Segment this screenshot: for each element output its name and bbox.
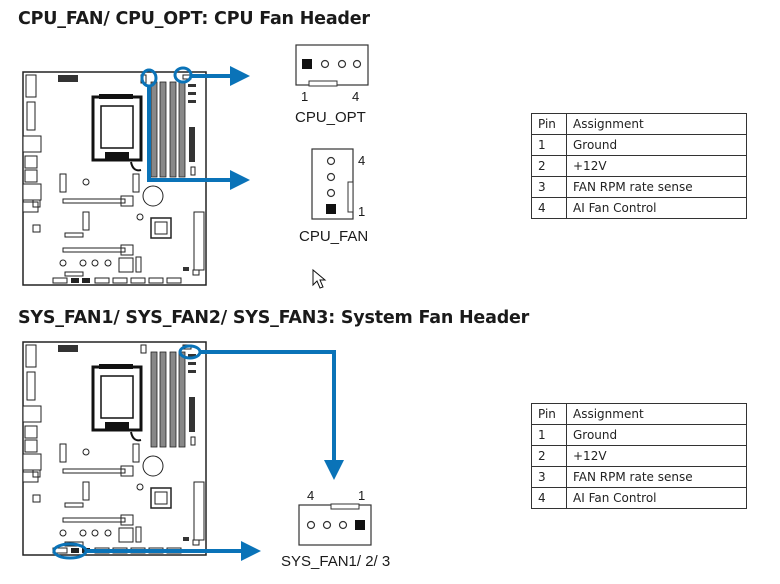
cpu-fan-connector [311, 148, 354, 220]
sys-fan-pin1-label: 1 [358, 488, 365, 503]
pin-cell: 2 [531, 445, 567, 467]
assignment-header: Assignment [566, 113, 747, 135]
sys-fan-connector [298, 503, 372, 546]
sys-fan-pin-table: Pin Assignment 1 Ground 2 +12V 3 FAN RPM… [531, 403, 747, 509]
assignment-cell: FAN RPM rate sense [566, 176, 747, 198]
sys-fan23-arrow [86, 541, 261, 561]
mouse-pointer-icon [312, 268, 327, 289]
cpu-opt-label: CPU_OPT [295, 109, 366, 126]
table-row: 1 Ground [531, 134, 747, 156]
table-header-row: Pin Assignment [531, 113, 747, 135]
assignment-cell: AI Fan Control [566, 197, 747, 219]
assignment-header: Assignment [566, 403, 747, 425]
assignment-cell: Ground [566, 424, 747, 446]
cpu-opt-pin4-label: 4 [352, 89, 359, 104]
pin-header: Pin [531, 403, 567, 425]
table-row: 3 FAN RPM rate sense [531, 176, 747, 198]
cpu-fan-pin4-label: 4 [358, 153, 365, 168]
cpu-fan-pin-table: Pin Assignment 1 Ground 2 +12V 3 FAN RPM… [531, 113, 747, 219]
pin-cell: 4 [531, 487, 567, 509]
pin-cell: 1 [531, 424, 567, 446]
sys-fan-pin4-label: 4 [307, 488, 314, 503]
pin-header: Pin [531, 113, 567, 135]
cpu-opt-connector [295, 44, 369, 87]
pin-cell: 3 [531, 176, 567, 198]
assignment-cell: Ground [566, 134, 747, 156]
assignment-cell: +12V [566, 155, 747, 177]
pin-cell: 4 [531, 197, 567, 219]
table-row: 1 Ground [531, 424, 747, 446]
pin-cell: 2 [531, 155, 567, 177]
pin-cell: 3 [531, 466, 567, 488]
cpu-fan-label: CPU_FAN [299, 228, 368, 245]
assignment-cell: FAN RPM rate sense [566, 466, 747, 488]
table-row: 4 AI Fan Control [531, 487, 747, 509]
cpu-fan-section-title: CPU_FAN/ CPU_OPT: CPU Fan Header [18, 9, 370, 29]
cpu-fan-pin1-label: 1 [358, 204, 365, 219]
table-row: 4 AI Fan Control [531, 197, 747, 219]
sys-fan-section-title: SYS_FAN1/ SYS_FAN2/ SYS_FAN3: System Fan… [18, 308, 530, 328]
table-header-row: Pin Assignment [531, 403, 747, 425]
motherboard-illustration-sys [21, 340, 208, 557]
table-row: 2 +12V [531, 445, 747, 467]
table-row: 3 FAN RPM rate sense [531, 466, 747, 488]
cpu-opt-arrow [191, 66, 250, 86]
cpu-opt-pin1-label: 1 [301, 89, 308, 104]
pin-cell: 1 [531, 134, 567, 156]
table-row: 2 +12V [531, 155, 747, 177]
assignment-cell: AI Fan Control [566, 487, 747, 509]
sys-fan1-arrow [200, 350, 344, 480]
sys-fan-label: SYS_FAN1/ 2/ 3 [281, 553, 390, 570]
assignment-cell: +12V [566, 445, 747, 467]
cpu-fan-arrow [147, 86, 250, 190]
